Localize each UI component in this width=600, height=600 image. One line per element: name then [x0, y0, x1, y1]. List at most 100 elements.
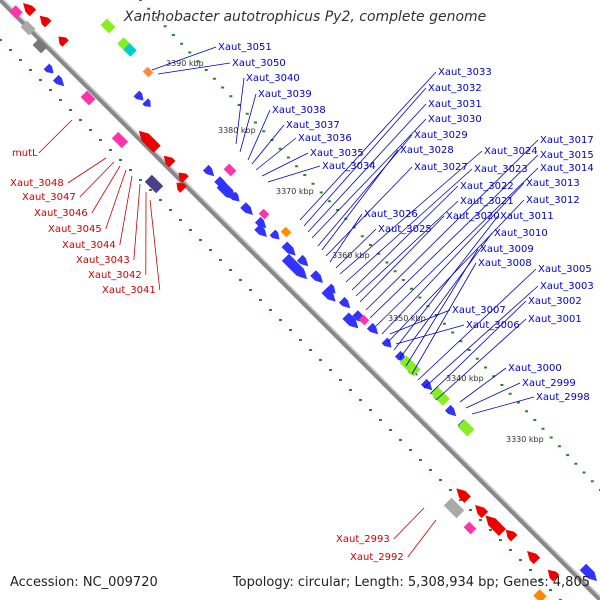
- scale-dot: [541, 427, 545, 430]
- scale-dot: [311, 182, 315, 185]
- scale-dot: [539, 579, 542, 581]
- reverse-feature: [463, 521, 477, 535]
- scale-dot: [327, 200, 331, 203]
- forward-gene-label: Xaut_3027: [414, 162, 468, 173]
- scale-dot: [147, 7, 151, 10]
- forward-leader-line: [339, 150, 483, 275]
- scale-dot: [9, 49, 12, 51]
- forward-leader-line: [247, 109, 271, 161]
- forward-gene-long: [342, 312, 359, 329]
- kbp-label: 3390 kbp: [166, 59, 204, 68]
- forward-gene-label: Xaut_3011: [500, 211, 554, 222]
- forward-gene-label: Xaut_3012: [526, 195, 580, 206]
- kbp-label: 3360 kbp: [332, 251, 370, 260]
- scale-dot: [418, 296, 422, 299]
- forward-leader-line: [465, 382, 521, 409]
- forward-leader-line: [423, 285, 539, 389]
- scale-dot: [229, 95, 233, 98]
- forward-gene: [269, 229, 280, 240]
- reverse-gene-long: [138, 130, 161, 153]
- forward-leader-line: [405, 248, 479, 367]
- forward-leader-line: [355, 200, 459, 297]
- scale-dot: [369, 244, 372, 246]
- forward-leader-line: [255, 137, 297, 171]
- scale-dot: [149, 189, 152, 191]
- scale-dot: [179, 219, 182, 221]
- scale-dot: [89, 129, 92, 131]
- accession-label: Accession: NC_009720: [10, 575, 158, 590]
- scale-dot: [139, 0, 142, 1]
- forward-leader-line: [435, 318, 527, 401]
- scale-dot: [269, 309, 272, 311]
- scale-dot: [549, 589, 552, 591]
- reverse-feature: [80, 90, 96, 106]
- reverse-feature: [443, 497, 465, 519]
- genome-title: Xanthobacter autotrophicus Py2, complete…: [124, 9, 487, 25]
- scale-dot: [451, 331, 455, 334]
- scale-dot: [467, 349, 471, 351]
- forward-gene-label: Xaut_3015: [540, 150, 594, 161]
- rna-feature: [100, 18, 116, 34]
- forward-gene: [142, 98, 151, 107]
- forward-gene-label: Xaut_3029: [414, 130, 468, 141]
- scale-dot: [385, 261, 389, 264]
- scale-dot: [479, 519, 482, 521]
- forward-leader-line: [325, 166, 413, 257]
- scale-dot: [259, 299, 262, 301]
- reverse-gene: [39, 15, 52, 28]
- forward-leader-line: [365, 139, 539, 311]
- forward-leader-line: [329, 213, 363, 263]
- forward-gene-label: Xaut_3021: [460, 196, 514, 207]
- forward-gene-label: Xaut_3033: [438, 67, 492, 78]
- forward-gene-label: Xaut_3022: [460, 181, 514, 192]
- forward-leader-line: [381, 182, 525, 335]
- scale-dot: [410, 287, 414, 290]
- forward-leader-line: [351, 185, 459, 291]
- kbp-label: 3380 kbp: [218, 126, 256, 135]
- scale-dot: [239, 279, 242, 281]
- rna-feature: [123, 43, 137, 57]
- forward-gene-label: Xaut_3024: [484, 146, 538, 157]
- scale-dot: [399, 439, 402, 441]
- scale-dot: [319, 359, 322, 361]
- forward-gene: [366, 322, 379, 335]
- kbp-label: 3330 kbp: [506, 435, 544, 444]
- scale-dot: [69, 109, 72, 111]
- scale-dot: [303, 174, 307, 176]
- scale-dot: [319, 191, 323, 194]
- scale-dot: [254, 121, 257, 124]
- reverse-gene-label: Xaut_3042: [88, 270, 142, 281]
- scale-dot: [163, 25, 167, 28]
- scale-dot: [329, 369, 332, 371]
- scale-dot: [29, 69, 32, 71]
- scale-dot: [188, 51, 192, 54]
- forward-leader-line: [251, 124, 285, 165]
- reverse-gene-label: Xaut_2993: [336, 534, 390, 545]
- forward-leader-line: [417, 268, 537, 381]
- forward-leader-line: [321, 149, 399, 251]
- scale-dot: [155, 16, 159, 19]
- forward-gene-label: Xaut_3051: [218, 42, 272, 53]
- scale-dot: [278, 147, 282, 150]
- scale-dot: [171, 34, 175, 36]
- reverse-feature: [144, 174, 164, 194]
- forward-leader-line: [389, 309, 451, 335]
- topology-summary: Topology: circular; Length: 5,308,934 bp…: [232, 575, 590, 590]
- forward-leader-line: [429, 300, 527, 395]
- scale-dot: [189, 229, 192, 231]
- scale-dot: [129, 169, 132, 171]
- scale-dot: [434, 314, 438, 316]
- forward-leader-line: [151, 46, 217, 71]
- reverse-feature: [20, 20, 36, 36]
- scale-dot: [286, 156, 290, 159]
- scale-dot: [499, 539, 502, 541]
- forward-gene-label: Xaut_2999: [522, 378, 576, 389]
- forward-gene-label: Xaut_3009: [480, 244, 534, 255]
- forward-gene-label: Xaut_3006: [466, 320, 520, 331]
- forward-gene-label: Xaut_3023: [474, 164, 528, 175]
- reverse-leader-line: [67, 157, 107, 184]
- forward-leader-line: [411, 262, 477, 375]
- scale-dot: [475, 357, 479, 360]
- scale-dot: [119, 159, 122, 161]
